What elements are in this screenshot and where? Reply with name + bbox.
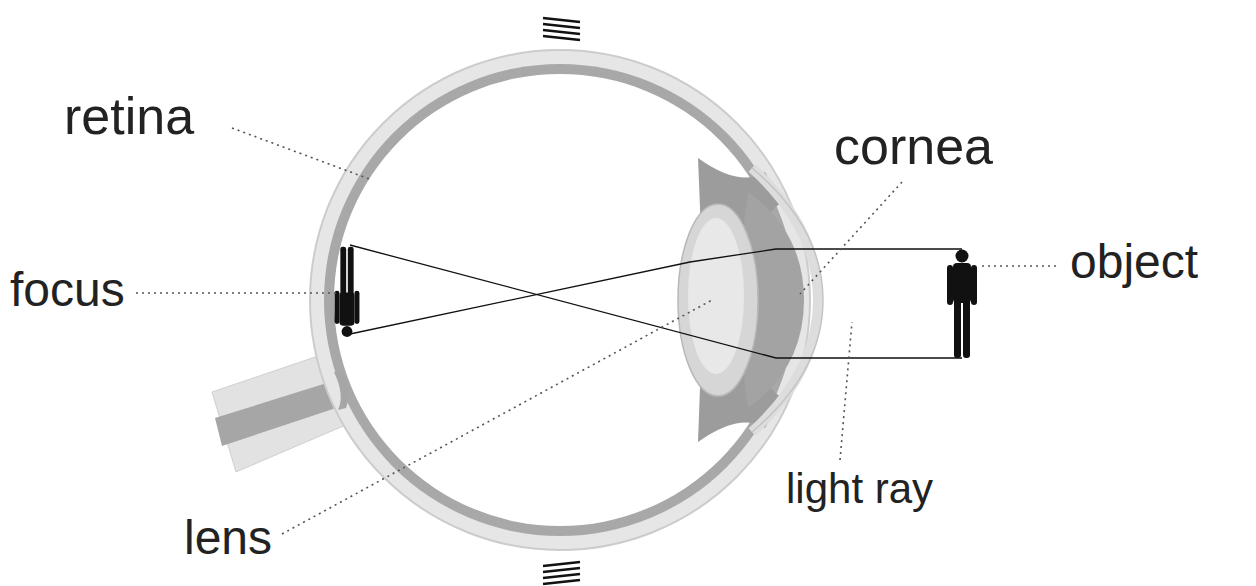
lens-shape bbox=[678, 204, 758, 396]
optic-nerve-core bbox=[215, 382, 336, 446]
part-label: retina bbox=[62, 88, 196, 145]
part-label: object bbox=[1068, 236, 1200, 289]
sclera bbox=[310, 50, 810, 550]
part-label: cornea bbox=[832, 118, 995, 175]
cornea-shape bbox=[752, 168, 818, 432]
cornea-edge bbox=[752, 168, 823, 432]
retina-layer bbox=[324, 64, 796, 536]
part-label: light ray bbox=[784, 466, 935, 512]
focus-image bbox=[335, 247, 360, 337]
part-label: lens bbox=[182, 512, 274, 565]
light-ray-line bbox=[350, 245, 962, 358]
part-label: focus bbox=[8, 264, 127, 317]
nerve-entry bbox=[334, 370, 348, 410]
vitreous bbox=[334, 74, 786, 526]
leader-line bbox=[136, 128, 1060, 534]
object-figure bbox=[947, 250, 977, 359]
lens-highlight bbox=[688, 218, 744, 374]
